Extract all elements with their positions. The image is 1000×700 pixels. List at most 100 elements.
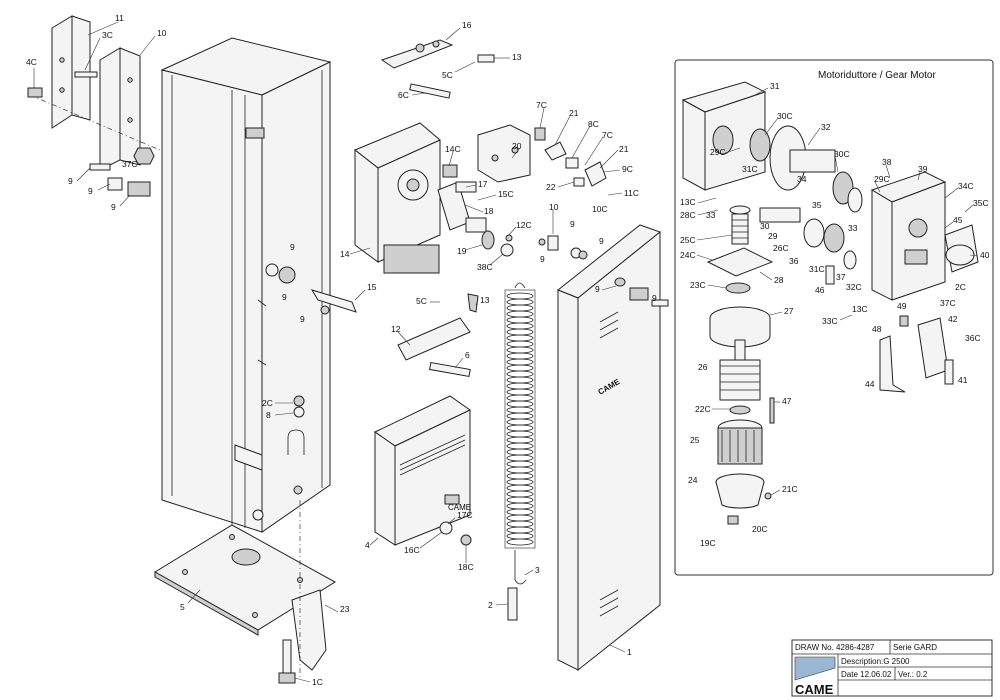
- lever-12: [397, 293, 479, 377]
- label-40: 40: [980, 250, 990, 260]
- rod-2: [507, 587, 518, 621]
- label-44: 44: [865, 379, 875, 389]
- label-9-e: 9: [282, 292, 287, 302]
- label-9-d: 9: [290, 242, 295, 252]
- spring-coil: [506, 538, 534, 546]
- spring-coil: [506, 460, 534, 468]
- label-4c: 4C: [26, 57, 37, 67]
- label-5: 5: [180, 602, 185, 612]
- label-9-k: 9: [652, 293, 657, 303]
- spring-coil: [506, 496, 534, 504]
- label-13-b: 13: [480, 295, 490, 305]
- label-37c: 37C: [122, 159, 138, 169]
- label-30c-b: 30C: [834, 149, 850, 159]
- label-2c-b: 2C: [955, 282, 966, 292]
- spring-coil: [506, 346, 534, 354]
- label-37: 37: [836, 272, 846, 282]
- label-9-i: 9: [599, 236, 604, 246]
- label-36: 36: [789, 256, 799, 266]
- label-26: 26: [698, 362, 708, 372]
- anchor-23: [278, 500, 327, 684]
- spring-coil: [506, 508, 534, 516]
- spring-coil: [506, 322, 534, 330]
- label-32: 32: [821, 122, 831, 132]
- label-15c: 15C: [498, 189, 514, 199]
- label-9-f: 9: [300, 314, 305, 324]
- label-9-b: 9: [88, 186, 93, 196]
- label-9-a: 9: [68, 176, 73, 186]
- spring-coil: [506, 514, 534, 522]
- label-9c: 9C: [622, 164, 633, 174]
- label-11: 11: [115, 13, 124, 23]
- label-7c: 7C: [536, 100, 547, 110]
- label-12c: 12C: [516, 220, 532, 230]
- label-24: 24: [688, 475, 698, 485]
- spring-coil: [506, 328, 534, 336]
- spring-coil: [506, 448, 534, 456]
- label-35c: 35C: [973, 198, 989, 208]
- label-41: 41: [958, 375, 968, 385]
- spring-coil: [506, 394, 534, 402]
- label-49: 49: [897, 301, 907, 311]
- label-9-j: 9: [595, 284, 600, 294]
- spring-coil: [506, 340, 534, 348]
- label-9-h: 9: [540, 254, 545, 264]
- spring-coil: [506, 430, 534, 438]
- label-36c: 36C: [965, 333, 981, 343]
- bracket-11: [29, 15, 161, 171]
- label-9-c: 9: [111, 202, 116, 212]
- label-27: 27: [784, 306, 794, 316]
- motor-unit-14: [354, 122, 441, 274]
- title-block-description: Description:G 2500: [841, 657, 910, 666]
- switch-plate-42-44: [879, 315, 954, 393]
- label-35: 35: [812, 200, 822, 210]
- cover-plate-38-39: [870, 171, 979, 301]
- label-7c-b: 7C: [602, 130, 613, 140]
- label-16c: 16C: [404, 545, 420, 555]
- spring-coil: [506, 526, 534, 534]
- worm-shaft-34-36: [759, 207, 857, 285]
- spring-coil: [506, 478, 534, 486]
- ring-27: [709, 306, 771, 348]
- label-1c: 1C: [312, 677, 323, 687]
- left-fasteners: [27, 71, 305, 521]
- label-10: 10: [157, 28, 167, 38]
- title-block-series: Serie GARD: [893, 643, 937, 652]
- label-13c: 13C: [680, 197, 696, 207]
- label-8: 8: [266, 410, 271, 420]
- label-5c: 5C: [442, 70, 453, 80]
- gear-32: [749, 125, 863, 213]
- label-29c-b: 29C: [874, 174, 890, 184]
- label-14c: 14C: [445, 144, 461, 154]
- label-15: 15: [367, 282, 377, 292]
- label-39: 39: [918, 164, 928, 174]
- label-12: 12: [391, 324, 401, 334]
- spring-coil: [506, 472, 534, 480]
- spring-coil: [506, 502, 534, 510]
- bracket-20: [477, 124, 531, 183]
- label-17: 17: [478, 179, 488, 189]
- rotor-26-25: [717, 339, 763, 465]
- gearbox-housing-31: [681, 81, 767, 191]
- label-10-b: 10: [549, 202, 559, 212]
- label-3: 3: [535, 565, 540, 575]
- title-block: DRAW No. 4286-4287 Serie GARD Descriptio…: [791, 639, 993, 697]
- label-9-g: 9: [570, 219, 575, 229]
- label-30c: 30C: [777, 111, 793, 121]
- barrier-column-10: [160, 37, 332, 533]
- label-13: 13: [512, 52, 522, 62]
- label-2: 2: [488, 600, 493, 610]
- spring-coil: [506, 418, 534, 426]
- label-19c: 19C: [700, 538, 716, 548]
- label-38: 38: [882, 157, 892, 167]
- label-42: 42: [948, 314, 958, 324]
- label-28: 28: [774, 275, 784, 285]
- label-16: 16: [462, 20, 472, 30]
- label-8c: 8C: [588, 119, 599, 129]
- label-6c: 6C: [398, 90, 409, 100]
- label-32c: 32C: [846, 282, 862, 292]
- label-31c: 31C: [742, 164, 758, 174]
- label-45: 45: [953, 215, 963, 225]
- spring-coil: [506, 436, 534, 444]
